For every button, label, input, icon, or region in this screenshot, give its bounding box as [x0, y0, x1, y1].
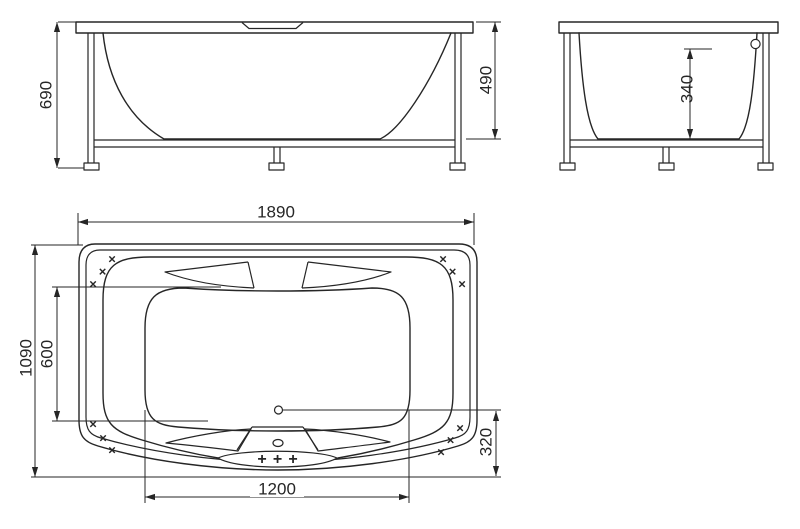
tub-inner-edge: [85, 249, 471, 463]
dim-label-1090: 1090: [17, 339, 36, 377]
side-feet: [559, 162, 774, 171]
extension-lines: [31, 244, 501, 478]
jet-icon: ×: [447, 433, 455, 448]
headrest-left: [164, 261, 255, 289]
overflow-drain-icon: [750, 38, 761, 50]
jet-icon: ×: [439, 252, 447, 267]
extension-lines: [144, 410, 410, 503]
label-backing: [250, 480, 304, 497]
side-legs: [563, 33, 770, 163]
side-rim: [558, 21, 779, 34]
jet-icon: ×: [108, 252, 116, 267]
seat-back: [236, 426, 319, 451]
jet-icon: ×: [89, 417, 97, 432]
jet-icon: ×: [108, 443, 116, 458]
dim-label-320: 320: [477, 428, 496, 456]
side-view: [558, 21, 779, 171]
basin-outline: [144, 287, 411, 432]
dimension-front-overall-height: 690: [37, 21, 84, 169]
control-icon: +: [273, 451, 282, 468]
front-legs: [87, 33, 462, 163]
dimension-top-drain-offset: 320: [282, 409, 501, 476]
front-view: [75, 21, 474, 171]
top-view: × × × × × × × × × × × × + + +: [78, 243, 478, 471]
control-icon: +: [288, 451, 297, 468]
dim-label-600: 600: [38, 340, 57, 368]
extension-lines: [52, 286, 221, 422]
dimension-top-overall-width: 1090: [17, 244, 501, 478]
jet-icon: ×: [89, 277, 97, 292]
dimension-side-water-depth: 340: [678, 48, 712, 139]
control-markers: + + +: [257, 451, 297, 468]
jet-icon: ×: [437, 445, 445, 460]
front-basin-outline: [102, 32, 452, 140]
dim-label-1200: 1200: [258, 480, 296, 499]
dim-label-490: 490: [477, 66, 496, 94]
front-frame-bar: [94, 139, 455, 148]
side-basin-outline: [578, 32, 758, 140]
drain-circle: [273, 405, 284, 415]
jet-icon: ×: [456, 421, 464, 436]
dim-label-690: 690: [37, 81, 56, 109]
jet-nozzle-oval: [272, 438, 284, 448]
dimension-top-inner-width: 600: [38, 286, 221, 422]
dim-label-1890: 1890: [257, 203, 295, 222]
headrest-right: [301, 261, 392, 289]
extension-lines: [77, 213, 475, 245]
seat-wing-right: [304, 428, 391, 452]
dimension-top-overall-length: 1890: [77, 203, 475, 245]
side-frame-bar: [570, 139, 763, 148]
jet-icon: ×: [449, 264, 457, 279]
front-rim: [75, 21, 474, 34]
jet-icon: ×: [99, 264, 107, 279]
control-icon: +: [257, 451, 266, 468]
tub-outer-edge: [78, 243, 478, 471]
jet-icon: ×: [458, 277, 466, 292]
dimension-front-inner-depth: 490: [466, 21, 501, 140]
extension-lines: [58, 21, 84, 169]
front-feet: [83, 162, 466, 171]
dim-label-340: 340: [678, 75, 697, 103]
front-rim-recess: [241, 22, 304, 30]
jet-icon: ×: [99, 431, 107, 446]
jet-markers: × × × × × × × × × × × ×: [89, 252, 466, 460]
control-panel-lens: [217, 450, 338, 468]
dimension-top-inner-length: 1200: [144, 410, 410, 503]
